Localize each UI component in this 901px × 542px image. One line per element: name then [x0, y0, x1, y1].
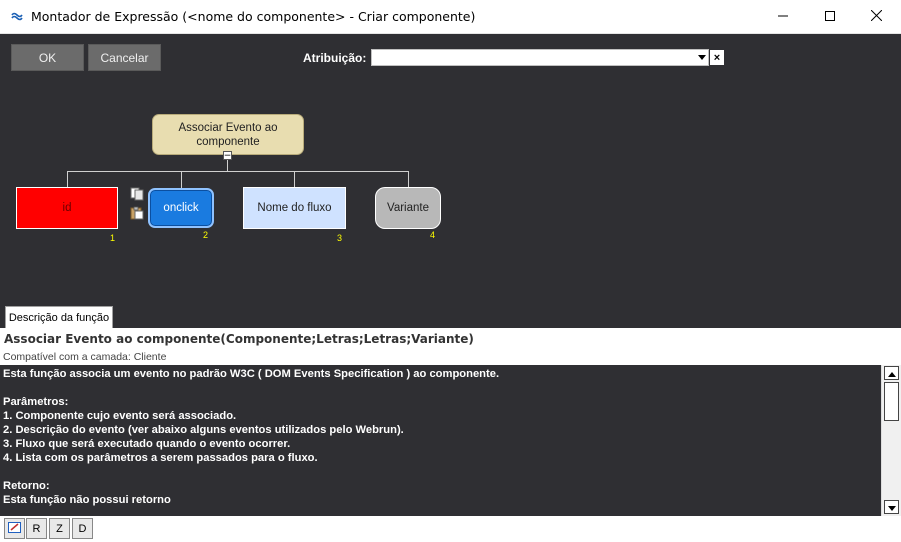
assign-label: Atribuição:	[303, 51, 367, 65]
tree-connector	[408, 171, 409, 187]
function-description: Esta função associa um evento no padrão …	[0, 365, 881, 516]
chevron-down-icon[interactable]	[698, 55, 706, 60]
param-node-4[interactable]: Variante	[375, 187, 441, 229]
tree-connector	[67, 171, 408, 172]
description-line: Parâmetros:	[3, 396, 69, 408]
scroll-up-button[interactable]	[884, 366, 899, 380]
description-line	[3, 465, 878, 479]
function-signature: Associar Evento ao componente(Componente…	[4, 332, 474, 346]
description-line: 3. Fluxo que será executado quando o eve…	[3, 438, 291, 450]
edit-icon	[7, 521, 22, 537]
cancel-button[interactable]: Cancelar	[88, 44, 161, 71]
app-logo-icon	[10, 10, 24, 24]
tree-connector	[67, 171, 68, 187]
param-node-1[interactable]: id	[16, 187, 118, 229]
function-node[interactable]: Associar Evento ao componente	[152, 114, 304, 155]
title-bar: Montador de Expressão (<nome do componen…	[0, 0, 901, 34]
minimize-button[interactable]	[760, 0, 806, 34]
tab-function-description[interactable]: Descrição da função	[5, 306, 113, 328]
param-index-3: 3	[337, 233, 343, 243]
param-index-4: 4	[430, 230, 436, 240]
scroll-thumb[interactable]	[884, 382, 899, 421]
param-index-1: 1	[110, 233, 116, 243]
param-node-2[interactable]: onclick	[148, 188, 214, 228]
compatibility-text: Compatível com a camada: Cliente	[3, 351, 167, 363]
param-node-3[interactable]: Nome do fluxo	[243, 187, 346, 229]
description-line: Esta função não possui retorno	[3, 494, 171, 506]
description-line: Retorno:	[3, 480, 50, 492]
z-button[interactable]: Z	[49, 518, 70, 539]
param-index-2: 2	[203, 230, 209, 240]
tree-connector	[227, 155, 228, 171]
edit-button[interactable]	[4, 518, 25, 539]
bottom-toolbar: R Z D	[0, 516, 901, 542]
description-line: 2. Descrição do evento (ver abaixo algun…	[3, 424, 404, 436]
chevron-down-icon	[887, 500, 896, 514]
paste-icon[interactable]	[130, 206, 144, 220]
maximize-button[interactable]	[807, 0, 853, 34]
close-icon	[870, 9, 882, 24]
chevron-up-icon	[887, 366, 896, 380]
description-scrollbar[interactable]	[881, 365, 901, 516]
window-title: Montador de Expressão (<nome do componen…	[31, 9, 476, 24]
description-line: Esta função associa um evento no padrão …	[3, 368, 500, 380]
tree-connector	[181, 171, 182, 188]
ok-button[interactable]: OK	[11, 44, 84, 71]
scroll-down-button[interactable]	[884, 500, 899, 514]
collapse-toggle[interactable]: −	[223, 150, 232, 161]
description-line: 1. Componente cujo evento será associado…	[3, 410, 237, 422]
close-button[interactable]	[853, 0, 899, 34]
clear-assign-button[interactable]: ×	[710, 50, 724, 65]
copy-icon[interactable]	[130, 187, 144, 201]
expression-editor: OK Cancelar Atribuição: × Associar Event…	[0, 34, 901, 328]
assign-select[interactable]	[371, 49, 709, 66]
description-line: 4. Lista com os parâmetros a serem passa…	[3, 452, 318, 464]
tree-connector	[294, 171, 295, 187]
description-line	[3, 381, 878, 395]
minimize-icon	[778, 10, 788, 24]
d-button[interactable]: D	[72, 518, 93, 539]
maximize-icon	[825, 10, 835, 24]
r-button[interactable]: R	[26, 518, 47, 539]
